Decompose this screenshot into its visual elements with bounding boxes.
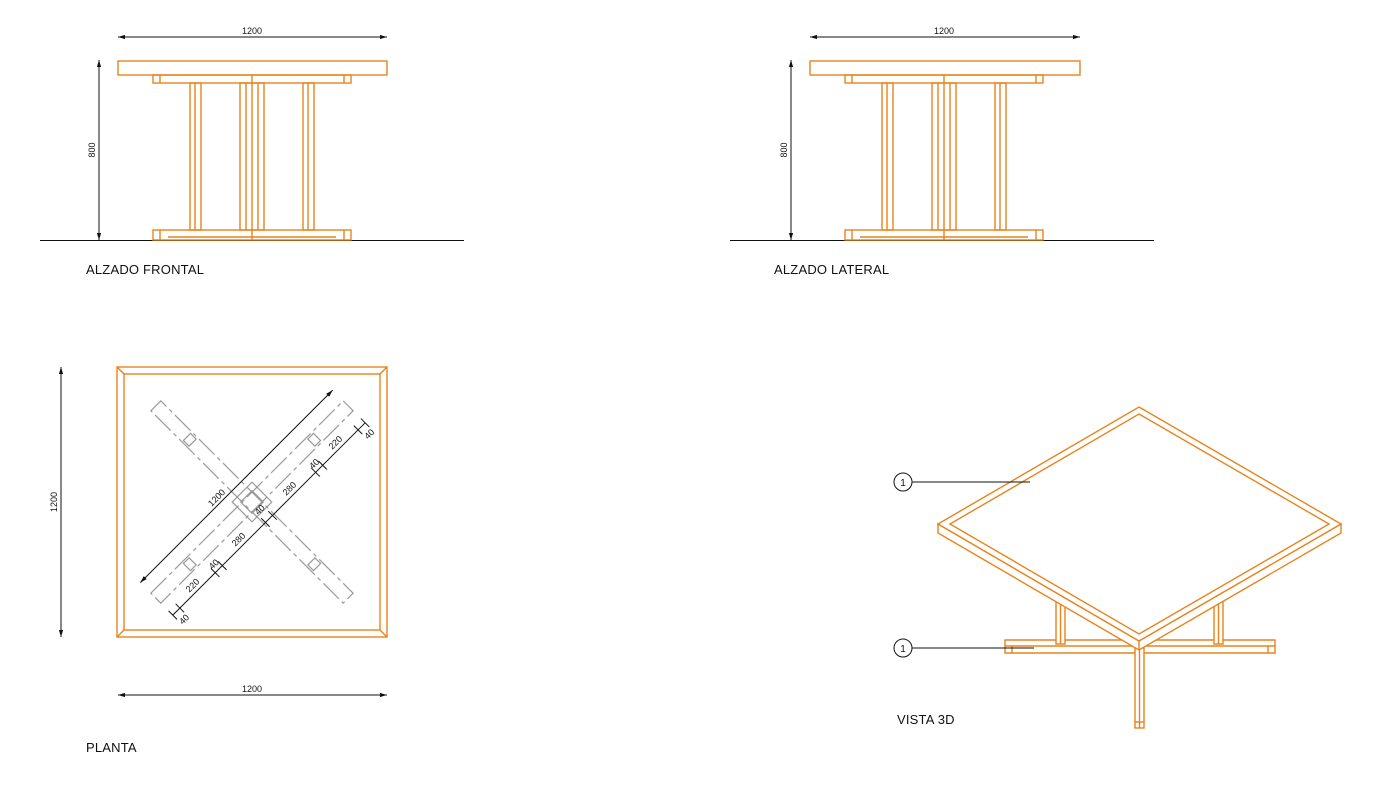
iso-view-title: VISTA 3D: [897, 712, 955, 727]
plan-tabletop: [116, 366, 388, 638]
iso-balloon-bottom: 1: [893, 638, 1034, 658]
cross-length-label: 1200: [206, 487, 227, 508]
side-width-dimension: 1200: [810, 26, 1080, 40]
plan-height-label: 1200: [49, 492, 59, 512]
front-width-dimension: 1200: [118, 26, 387, 40]
plan-cross-dimensions: 1200 40 220 40 280 40 280 40 220 40: [139, 389, 376, 626]
iso-view: 1 1 VISTA 3D: [893, 406, 1343, 729]
iso-tabletop: [936, 406, 1343, 651]
balloon-bottom-label: 1: [900, 644, 906, 655]
balloon-top-label: 1: [900, 478, 906, 489]
front-elevation: 1200 800 ALZADO FRONTAL: [40, 26, 464, 277]
plan-view: 1200 1200 1200: [49, 366, 388, 755]
front-width-label: 1200: [242, 26, 262, 36]
side-table-drawing: [809, 60, 1081, 241]
cross-dim-a280: 280: [230, 531, 248, 549]
plan-width-dimension: 1200: [118, 684, 387, 698]
cross-dim-b280: 280: [281, 480, 299, 498]
side-width-label: 1200: [934, 26, 954, 36]
cross-dim-a220: 220: [184, 577, 202, 595]
plan-width-label: 1200: [242, 684, 262, 694]
side-elevation: 1200 800 ALZADO LATERAL: [730, 26, 1154, 277]
front-height-label: 800: [87, 142, 97, 157]
plan-height-dimension: 1200: [49, 367, 64, 637]
cross-dim-end-a: 40: [177, 612, 191, 626]
plan-view-title: PLANTA: [86, 740, 137, 755]
front-table-drawing: [117, 60, 388, 241]
cross-dim-b220: 220: [327, 434, 345, 452]
front-height-dimension: 800: [87, 60, 102, 240]
iso-balloon-top: 1: [893, 472, 1030, 492]
front-elevation-title: ALZADO FRONTAL: [86, 262, 204, 277]
side-height-label: 800: [779, 142, 789, 157]
cross-dim-end-b: 40: [362, 427, 376, 441]
side-height-dimension: 800: [779, 60, 794, 240]
side-elevation-title: ALZADO LATERAL: [774, 262, 889, 277]
